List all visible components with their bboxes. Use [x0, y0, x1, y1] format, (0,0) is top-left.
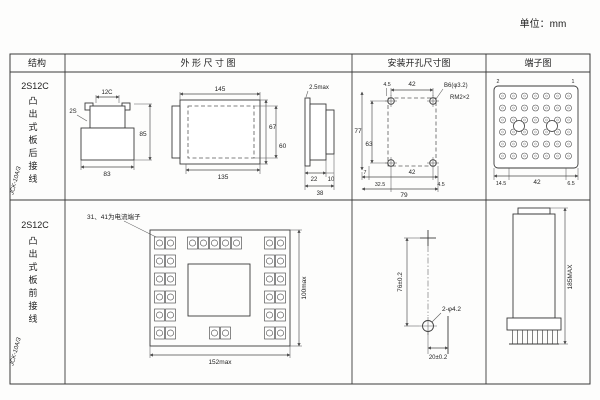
type-char: 接 — [28, 300, 37, 311]
dim-20: 20±0.2 — [429, 355, 448, 361]
header-structure: 结构 — [28, 57, 46, 68]
header-terminal: 端子图 — [524, 57, 551, 68]
left-terminal-block — [154, 234, 176, 342]
type-char: 前 — [28, 287, 37, 298]
type-char: 出 — [28, 108, 37, 119]
dim-32-5: 32.5 — [375, 182, 385, 188]
part-number: JCK-10A/3 — [9, 165, 23, 196]
row2-terminal-cell: 185MAX — [506, 207, 574, 345]
dim-12c: 12C — [101, 90, 113, 96]
dim-14-5: 14.5 — [496, 181, 506, 187]
row1-outline-side-view: 2.5max 22 10 38 — [304, 85, 335, 197]
dim-7: 7 — [364, 170, 367, 176]
type-char: 线 — [28, 173, 37, 184]
row1-terminal-cell: 2 1 14.5 42 6.5 — [493, 79, 579, 187]
dim-85: 85 — [139, 131, 147, 138]
row2-outline-cell: 31、41为电流端子 152max 100max — [87, 212, 308, 366]
dim-flange: 2.5max — [309, 85, 329, 91]
dim-135: 135 — [218, 174, 229, 181]
relay-body-side — [512, 213, 556, 319]
dim-10: 10 — [328, 177, 335, 183]
hole-spec-label: B6(φ3.2) — [444, 83, 468, 89]
thread-spec-label: RM2×2 — [450, 95, 470, 101]
dim-79: 79 — [400, 192, 408, 199]
dim-42-top: 42 — [408, 81, 416, 88]
row2-structure-cell: 2S12C 凸 出 式 板 前 接 线 JCK-10A/3 — [9, 220, 49, 367]
label-2s: 2S — [69, 109, 76, 115]
mounting-holes — [385, 95, 439, 169]
dim-77: 77 — [354, 128, 362, 135]
type-char: 线 — [28, 313, 37, 324]
row1-structure-cell: 2S12C 凸 出 式 板 后 接 线 JCK-10A/3 — [9, 81, 49, 196]
dim-76: 76±0.2 — [397, 272, 404, 292]
right-terminal-block — [264, 234, 286, 342]
dim-100max: 100max — [301, 276, 308, 300]
type-char: 式 — [28, 261, 37, 272]
dim-38: 38 — [317, 191, 324, 197]
type-char: 出 — [28, 248, 37, 259]
row1-outline-top-view: 12C 2S 83 85 — [69, 90, 152, 178]
table-grid — [9, 53, 591, 385]
dim-4-5-top: 4.5 — [383, 82, 390, 88]
header-outline: 外 形 尺 寸 图 — [180, 57, 235, 68]
type-char: 板 — [28, 134, 37, 145]
dim-185max: 185MAX — [567, 264, 574, 290]
dim-145: 145 — [215, 86, 226, 93]
type-char: 凸 — [28, 96, 37, 106]
header-row: 结构 外 形 尺 寸 图 安装开孔尺寸图 端子图 — [28, 57, 552, 68]
terminal-grid — [497, 90, 574, 162]
terminal-pins — [509, 330, 559, 344]
current-terminal-note: 31、41为电流端子 — [87, 212, 141, 221]
type-char: 式 — [28, 121, 37, 132]
type-char: 接 — [28, 160, 37, 171]
terminal-mark-1: 1 — [572, 79, 575, 85]
dim-60: 60 — [279, 143, 287, 150]
type-char: 后 — [28, 148, 37, 158]
unit-label: 单位：mm — [520, 17, 567, 30]
large-terminal — [546, 120, 558, 132]
dim-83: 83 — [103, 171, 111, 178]
type-char: 板 — [28, 274, 37, 285]
dim-22: 22 — [311, 177, 318, 183]
dim-6-5: 6.5 — [567, 181, 574, 187]
center-cover — [187, 263, 251, 317]
top-terminal-strip — [187, 234, 242, 252]
dim-42-terminal: 42 — [533, 179, 541, 186]
row2-mounting-cell: 76±0.2 2-φ4.2 20±0.2 — [397, 230, 461, 361]
dim-67: 67 — [269, 124, 277, 131]
bottom-terminal-strip — [209, 324, 231, 342]
type-char: 凸 — [28, 236, 37, 246]
large-terminal — [513, 120, 525, 132]
row1-mounting-cell: 4.5 42 B6(φ3.2) RM2×2 77 63 7 32.5 42 4.… — [354, 81, 470, 199]
dim-152max: 152max — [208, 359, 232, 366]
dim-42-bottom: 42 — [409, 170, 416, 176]
terminal-mark-2: 2 — [497, 79, 500, 85]
model-label: 2S12C — [21, 81, 49, 91]
hole-spec-label: 2-φ4.2 — [442, 306, 461, 313]
header-mounting: 安装开孔尺寸图 — [387, 57, 450, 68]
relay-collar — [506, 317, 562, 331]
row1-outline-front-view: 145 135 67 60 — [171, 86, 287, 181]
part-number: JCK-10A/3 — [9, 336, 23, 367]
dim-63: 63 — [365, 141, 373, 148]
dim-4-5-bottom: 4.5 — [437, 182, 444, 188]
model-label: 2S12C — [21, 220, 49, 230]
